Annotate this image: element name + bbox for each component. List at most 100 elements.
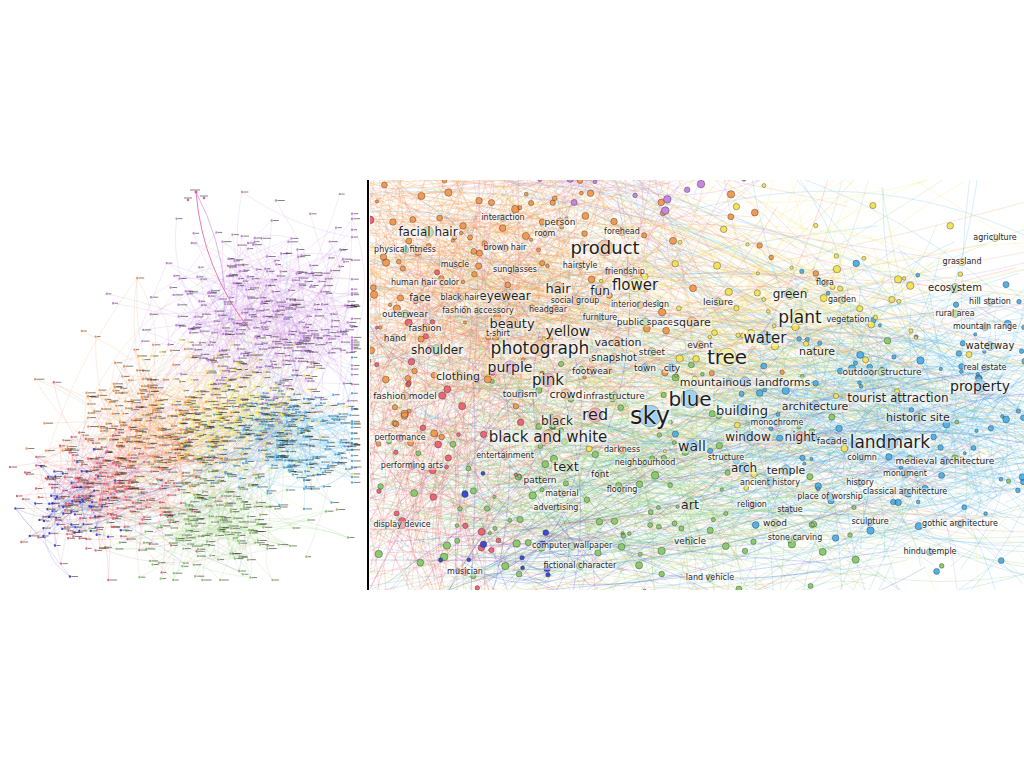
node-label: neighbourhood [614,459,677,467]
node-label: performance [373,434,426,442]
node-label: city [663,364,681,373]
node-label: waterway [965,341,1016,351]
node-label: pattern [523,476,558,485]
node-label: furniture [582,314,619,322]
node-label: musician [446,568,484,576]
network-nodes [438,471,604,590]
node-label: product [569,239,640,257]
labelled-node [562,234,999,366]
node-label: tourism [502,390,538,399]
node-label: clothing [435,371,481,382]
node-label: sculpture [850,518,889,526]
node-label: building [715,404,769,417]
node-label: tree [706,347,748,367]
node-label: history [845,479,875,487]
network-nodes [14,448,122,578]
node-label: public space [616,318,674,327]
node-label: water [743,331,788,346]
node-label: pink [531,373,565,388]
node-label: human hair color [390,279,460,287]
node-label: fashion accessory [441,307,515,315]
node-label: leisure [702,298,734,307]
labelled-node [391,214,704,459]
node-label: interior design [610,301,670,309]
node-label: shoulder [410,344,464,356]
node-label: social group [550,297,601,305]
node-label: place of worship [796,493,864,501]
node-label: muscle [440,261,471,269]
node-label: darkness [603,446,641,454]
node-label: structure [707,454,745,462]
network-nodes [370,216,611,590]
node-label: religion [736,501,768,509]
tiny-label-marks [12,190,362,580]
node-label: rural area [934,310,975,318]
node-label: grassland [942,258,983,266]
node-label: column [846,454,877,462]
node-label: flooring [606,486,639,494]
node-label: hill station [968,298,1012,306]
zoomed-network [370,180,1024,590]
node-label: nature [798,346,836,357]
node-label: blue [667,389,712,409]
node-label: fashion [408,324,443,333]
node-label: photograph [490,340,591,357]
panel-divider [367,180,369,590]
node-label: classical architecture [862,488,949,496]
network-nodes [427,180,746,214]
node-label: purple [487,360,534,374]
overview-network [9,190,365,581]
node-label: flora [815,279,835,287]
node-label: gothic architecture [921,520,999,528]
node-label: sky [629,404,671,428]
node-label: town [633,364,657,373]
node-label: fun [589,285,610,297]
node-label: monochrome [750,419,805,427]
node-label: room [534,230,557,238]
node-label: friendship [604,268,646,276]
node-label: flower [611,278,659,293]
network-nodes [106,191,354,448]
outlier-edge [196,192,250,330]
node-label: black [540,415,574,427]
node-label: hindu temple [902,548,957,556]
node-label: black hair [439,294,480,302]
node-label: outerwear [381,310,429,319]
node-label: red [581,407,609,423]
node-label: square [672,317,711,328]
node-label: eyewear [478,290,531,302]
network-nodes [370,301,1011,590]
node-label: ancient history [739,479,801,487]
outlier-edge [196,192,225,290]
node-label: entertainment [475,452,535,460]
node-label: plant [777,309,822,326]
node-label: street [638,348,666,357]
node-label: hand [383,334,408,343]
node-label: text [552,460,580,473]
network-nodes [25,277,242,514]
node-label: monument [882,470,928,478]
node-label: fictional character [543,562,618,570]
network-edges [370,180,1024,590]
node-label: night [784,431,817,443]
node-label: tourist attraction [846,392,949,404]
node-label: material [544,490,579,498]
node-label: beauty [488,317,535,330]
network-nodes [183,356,353,510]
node-label: garden [827,296,857,304]
node-label: crowd [549,389,584,400]
node-label: window [724,431,772,443]
network-edges [15,403,321,576]
node-label: facial hair [397,226,458,238]
node-label: landmark [849,434,932,451]
node-label: black and white [488,430,609,445]
node-label: advertising [533,504,580,512]
node-label: hair [544,282,571,295]
node-label: mountain range [952,323,1018,331]
node-label: ecosystem [927,283,983,293]
node-label: interaction [480,214,525,222]
node-label: property [949,379,1011,393]
node-label: temple [766,465,807,476]
